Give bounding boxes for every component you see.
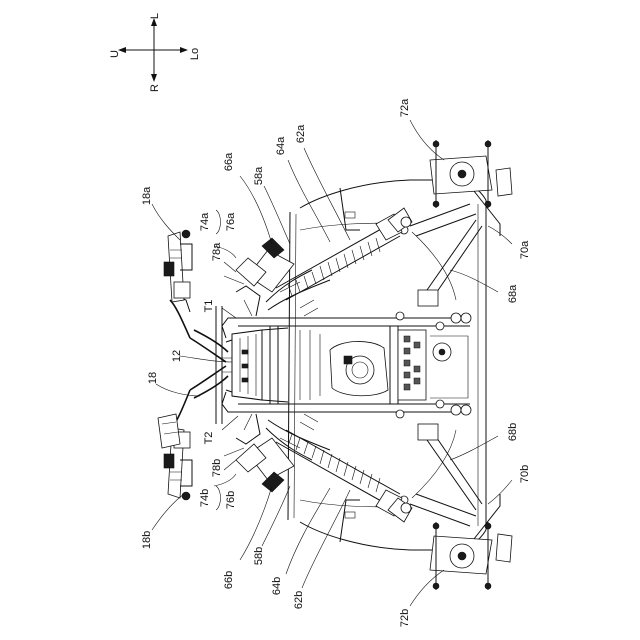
label-58a: 58a — [253, 166, 265, 185]
orientation-right-label: R — [149, 84, 161, 92]
label-76b: 76b — [225, 491, 237, 509]
label-74a: 74a — [199, 212, 211, 231]
label-70a: 70a — [519, 240, 531, 259]
label-64a: 64a — [275, 136, 287, 155]
label-t2: T2 — [203, 432, 215, 445]
label-66a: 66a — [223, 152, 235, 171]
label-70b: 70b — [519, 465, 531, 483]
orientation-lower-label: Lo — [189, 48, 201, 60]
front-brackets — [222, 286, 260, 444]
orientation-left-label: L — [149, 13, 161, 19]
label-18b: 18b — [141, 531, 153, 549]
label-62a: 62a — [295, 124, 307, 143]
label-t1: T1 — [203, 300, 215, 313]
label-72a: 72a — [399, 98, 411, 117]
label-78b: 78b — [211, 459, 223, 477]
label-18a: 18a — [141, 186, 153, 205]
shock-absorber-a — [236, 208, 412, 316]
label-12: 12 — [171, 350, 183, 362]
wheel-hubs — [430, 140, 512, 590]
shock-absorber-b — [236, 414, 412, 522]
orientation-up-label: U — [109, 50, 121, 58]
label-78a: 78a — [211, 242, 223, 261]
label-68b: 68b — [507, 423, 519, 441]
radiator-grille — [226, 328, 288, 402]
label-66b: 66b — [223, 571, 235, 589]
orientation-indicator: L R U Lo — [109, 13, 201, 92]
label-68a: 68a — [507, 284, 519, 303]
label-76a: 76a — [225, 212, 237, 231]
label-64b: 64b — [271, 577, 283, 595]
label-62b: 62b — [293, 591, 305, 609]
label-72b: 72b — [399, 609, 411, 627]
label-58b: 58b — [253, 547, 265, 565]
label-18: 18 — [147, 372, 159, 384]
label-74b: 74b — [199, 489, 211, 507]
